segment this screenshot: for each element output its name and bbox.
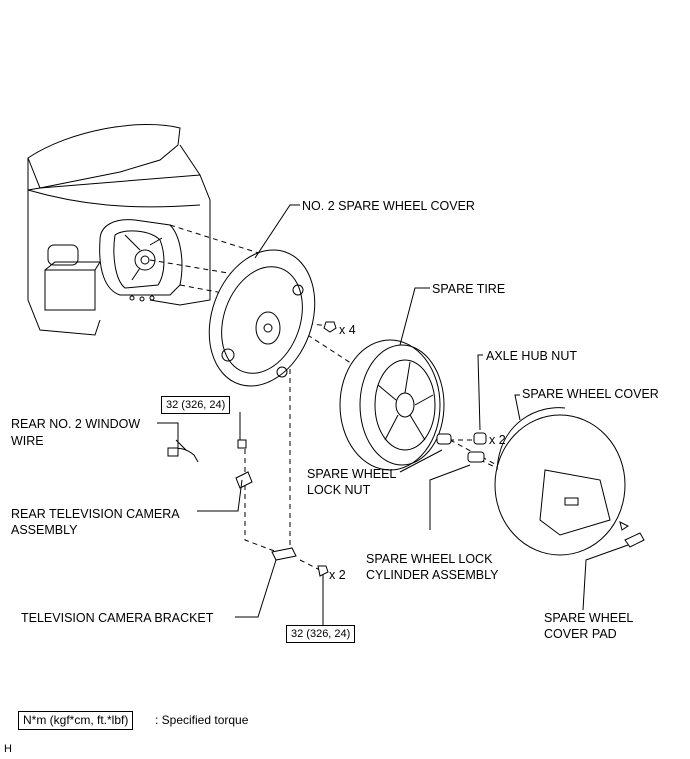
spare-wheel-cover-illustration	[494, 407, 629, 556]
label-spare-wheel-lock-nut-line1: SPARE WHEEL	[307, 467, 397, 481]
corner-mark: H	[4, 743, 12, 755]
legend-description: : Specified torque	[155, 713, 249, 727]
label-lock-cylinder-line2: CYLINDER ASSEMBLY	[366, 568, 499, 582]
cover-pad-illustration	[624, 532, 645, 548]
legend-unit-box: N*m (kgf*cm, ft.*lbf)	[18, 711, 134, 730]
label-axle-hub-nut: AXLE HUB NUT	[486, 349, 577, 363]
label-no2-spare-wheel-cover: NO. 2 SPARE WHEEL COVER	[302, 199, 475, 213]
label-rear-no2-window-wire-line2: WIRE	[11, 434, 44, 448]
qty-bracket-bolts: x 2	[329, 568, 346, 582]
qty-cover-bolts: x 4	[339, 323, 356, 337]
label-spare-tire: SPARE TIRE	[432, 282, 506, 296]
label-lock-cylinder-line1: SPARE WHEEL LOCK	[366, 552, 493, 566]
label-rear-tv-camera-line1: REAR TELEVISION CAMERA	[11, 507, 180, 521]
no2-spare-wheel-cover-illustration	[208, 249, 316, 387]
window-wire-illustration	[167, 439, 199, 463]
spare-tire-illustration	[339, 339, 445, 471]
camera-illustration	[235, 439, 253, 489]
label-spare-wheel-cover: SPARE WHEEL COVER	[522, 387, 659, 401]
back-door-illustration	[27, 124, 211, 336]
lock-cylinder-illustration	[467, 451, 485, 463]
axle-hub-nut-illustration	[473, 432, 487, 445]
label-cover-pad-line1: SPARE WHEEL	[544, 611, 634, 625]
bracket-illustration	[271, 547, 329, 577]
label-rear-tv-camera-line2: ASSEMBLY	[11, 523, 78, 537]
label-spare-wheel-lock-nut-line2: LOCK NUT	[307, 483, 371, 497]
label-cover-pad-line2: COVER PAD	[544, 627, 617, 641]
qty-axle-hub-nut: x 2	[489, 433, 506, 447]
label-tv-camera-bracket: TELEVISION CAMERA BRACKET	[21, 611, 214, 625]
leader-lines	[157, 204, 629, 625]
torque-box-camera: 32 (326, 24)	[161, 396, 231, 414]
torque-box-bracket: 32 (326, 24)	[286, 625, 356, 643]
label-rear-no2-window-wire-line1: REAR NO. 2 WINDOW	[11, 417, 141, 431]
bolt-x4-illustration	[323, 321, 337, 333]
lock-nut-illustration	[436, 433, 452, 445]
